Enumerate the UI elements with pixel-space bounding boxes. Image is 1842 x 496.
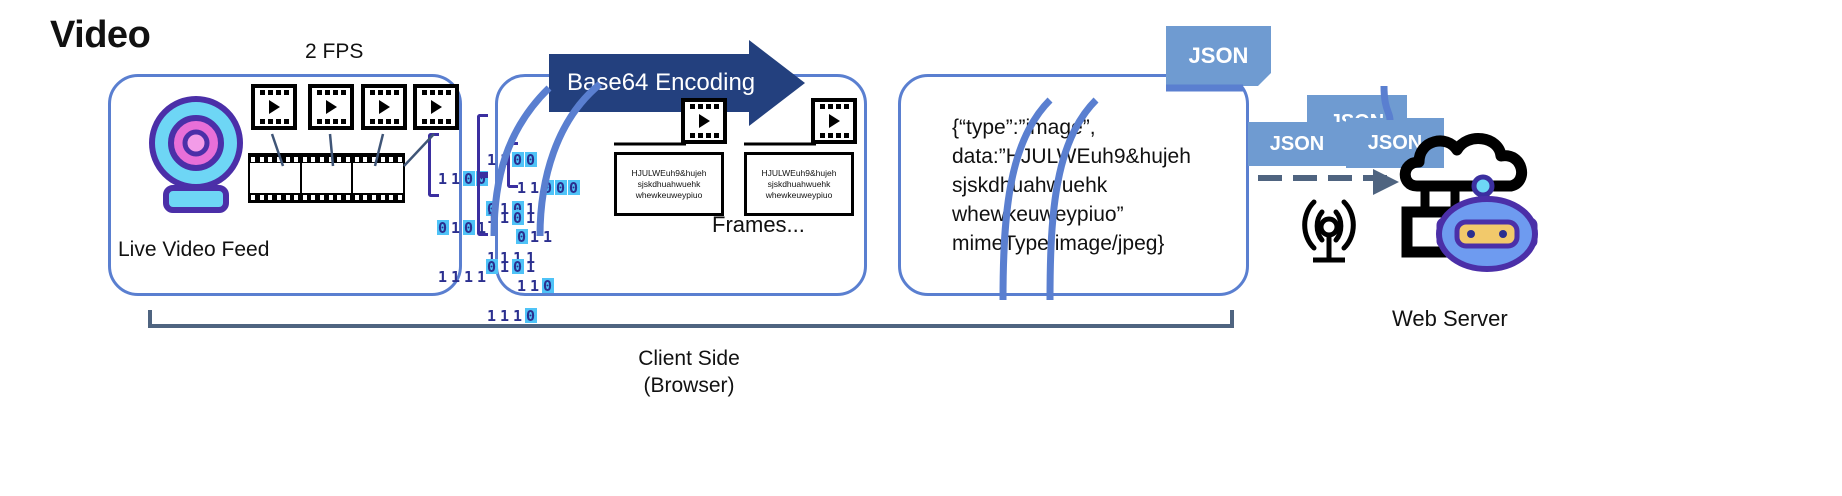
json-badge-3: JSON <box>1248 122 1346 166</box>
json-badge-1: JSON <box>1166 26 1271 86</box>
json-badge-label: JSON <box>1188 43 1249 68</box>
page-title: Video <box>50 14 151 56</box>
frame-doc-icon-1 <box>681 98 727 144</box>
frame-icon-3 <box>361 84 407 130</box>
json-badge-label: JSON <box>1269 132 1325 155</box>
web-server-label: Web Server <box>1392 306 1508 331</box>
film-strip <box>248 153 405 203</box>
frame-icon-2 <box>308 84 354 130</box>
wifi-antenna-icon <box>1288 196 1370 264</box>
live-video-feed-label: Live Video Feed <box>118 238 270 261</box>
frame-doc-text: HJULWEuh9&hujeh sjskdhuahwuehk whewkeuwe… <box>744 152 854 216</box>
frame-doc-2: HJULWEuh9&hujeh sjskdhuahwuehk whewkeuwe… <box>744 152 854 216</box>
frame-icon-1 <box>251 84 297 130</box>
folded-corner-icon <box>1258 73 1271 86</box>
base64-arrow-label: Base64 Encoding <box>567 69 756 96</box>
frame-doc-text: HJULWEuh9&hujeh sjskdhuahwuehk whewkeuwe… <box>614 152 724 216</box>
webcam-icon <box>146 96 246 220</box>
client-side-label: Client Side (Browser) <box>638 347 740 397</box>
transfer-arrow-head <box>1373 169 1399 195</box>
json-payload-text: {“type”:”image”, data:”HJULWEuh9&hujeh s… <box>952 116 1191 255</box>
cloud-robot-server-icon <box>1395 124 1550 274</box>
frame-doc-1: HJULWEuh9&hujeh sjskdhuahwuehk whewkeuwe… <box>614 152 724 216</box>
frames-caption: Frames... <box>712 212 805 237</box>
json-badge-label: JSON <box>1367 131 1423 154</box>
frame-doc-icon-2 <box>811 98 857 144</box>
frame-icon-4 <box>413 84 459 130</box>
fps-label: 2 FPS <box>305 40 364 63</box>
